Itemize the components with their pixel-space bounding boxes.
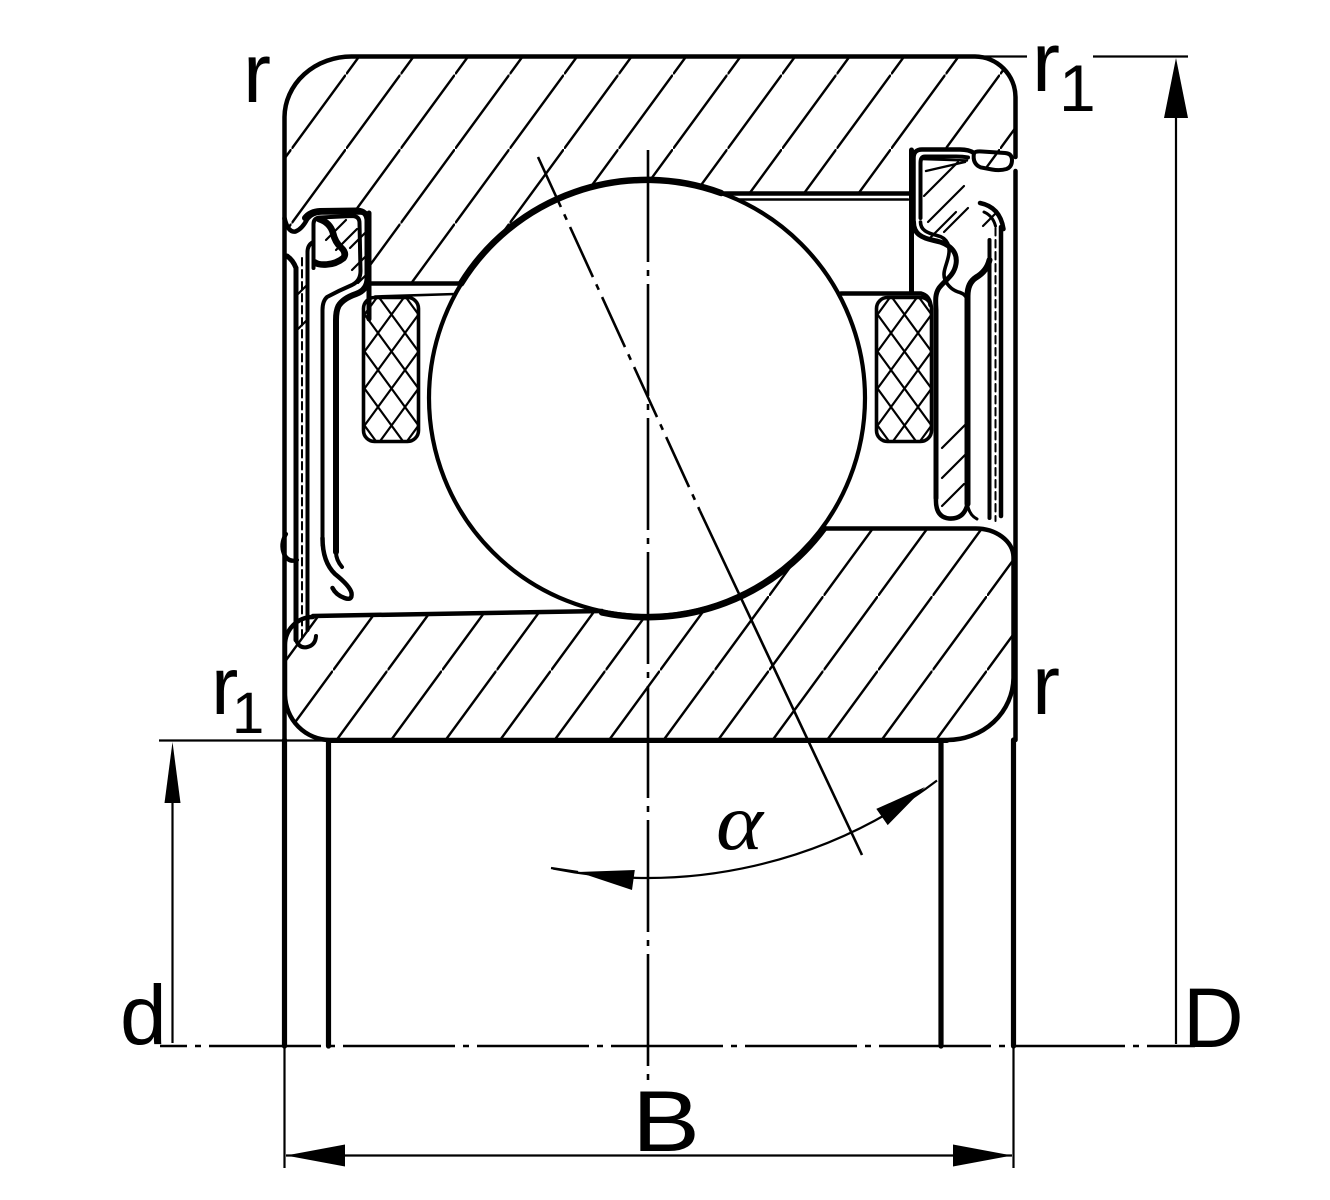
- svg-text:r: r: [243, 26, 271, 120]
- svg-text:1: 1: [1059, 51, 1096, 125]
- svg-text:B: B: [632, 1074, 700, 1170]
- svg-text:r: r: [1032, 15, 1060, 109]
- svg-text:α: α: [716, 779, 765, 867]
- svg-text:1: 1: [232, 681, 264, 746]
- svg-text:r: r: [211, 641, 238, 732]
- svg-text:d: d: [120, 968, 167, 1062]
- svg-text:r: r: [1032, 638, 1060, 732]
- svg-text:D: D: [1183, 971, 1244, 1065]
